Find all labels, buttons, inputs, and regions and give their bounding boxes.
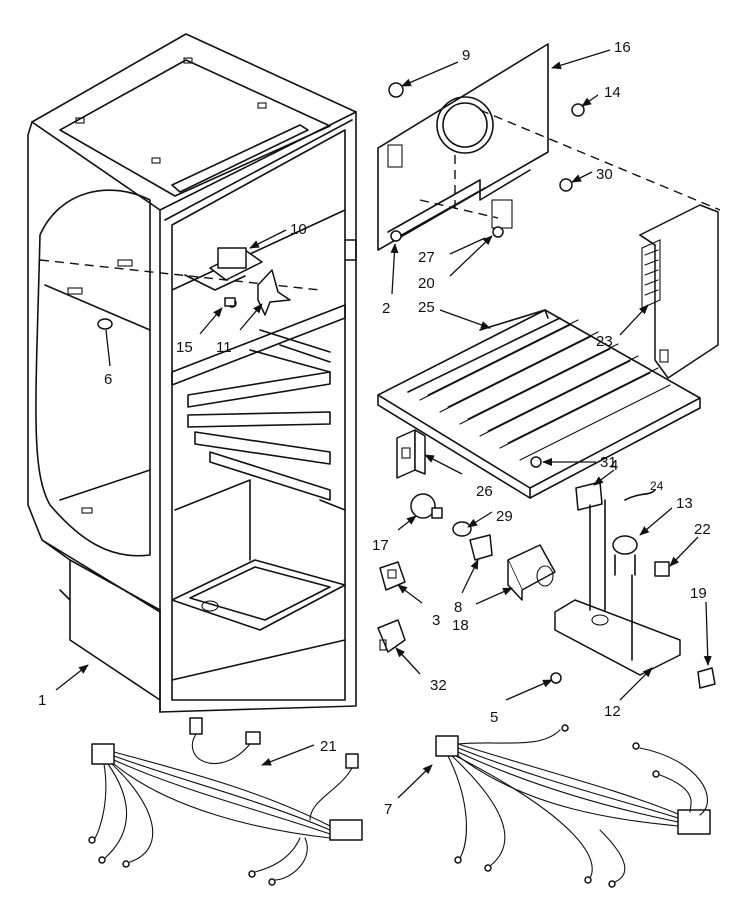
knob (654, 561, 670, 577)
callout-8: 8 (454, 599, 462, 616)
control-bracket (554, 499, 681, 676)
air-duct (639, 204, 719, 379)
callout-20: 20 (418, 275, 435, 292)
light-bulb (410, 493, 443, 519)
callout-22: 22 (694, 521, 711, 538)
callout-17: 17 (372, 537, 389, 554)
callout-23: 23 (596, 333, 613, 350)
callout-4: 4 (610, 457, 618, 474)
switch-part (379, 561, 406, 591)
thermostat (612, 535, 638, 576)
callout-6: 6 (104, 371, 112, 388)
plug-part (97, 318, 113, 330)
clip-part (697, 667, 716, 689)
cabinet-liner (27, 33, 357, 713)
callout-26: 26 (476, 483, 493, 500)
cold-control (575, 481, 603, 511)
callout-32: 32 (430, 677, 447, 694)
callout-5: 5 (490, 709, 498, 726)
callout-18: 18 (452, 617, 469, 634)
callout-2: 2 (382, 300, 390, 317)
callout-11: 11 (216, 339, 232, 356)
callout-31: 31 (600, 454, 617, 471)
callout-3: 3 (432, 612, 440, 629)
wiring-harness-7 (435, 724, 711, 888)
control-housing (507, 544, 556, 601)
callout-9: 9 (462, 47, 470, 64)
callout-7: 7 (384, 801, 392, 818)
light-socket (469, 534, 493, 561)
callout-19: 19 (690, 585, 707, 602)
fasteners (224, 82, 585, 684)
callout-30: 30 (596, 166, 613, 183)
callout-16: 16 (614, 39, 631, 56)
callout-1: 1 (38, 692, 46, 709)
wiring-harness-21 (88, 717, 363, 886)
evaporator-cover (377, 43, 721, 251)
callout-10: 10 (290, 221, 307, 238)
capillary-tube (624, 489, 656, 501)
callout-21: 21 (320, 738, 337, 755)
callout-12: 12 (604, 703, 621, 720)
leader-lines (55, 49, 712, 799)
callout-29: 29 (496, 508, 513, 525)
callout-15: 15 (176, 339, 193, 356)
socket-ring (452, 521, 472, 537)
callout-24: 24 (650, 479, 664, 493)
callout-14: 14 (604, 84, 621, 101)
callout-27: 27 (418, 249, 435, 266)
evaporator (377, 309, 701, 499)
callout-labels: 1 2 3 4 5 6 7 8 9 10 11 12 13 14 15 16 1… (38, 39, 711, 818)
callout-13: 13 (676, 495, 693, 512)
defrost-timer (396, 429, 426, 479)
relay-part (377, 619, 406, 653)
callout-25: 25 (418, 299, 435, 316)
